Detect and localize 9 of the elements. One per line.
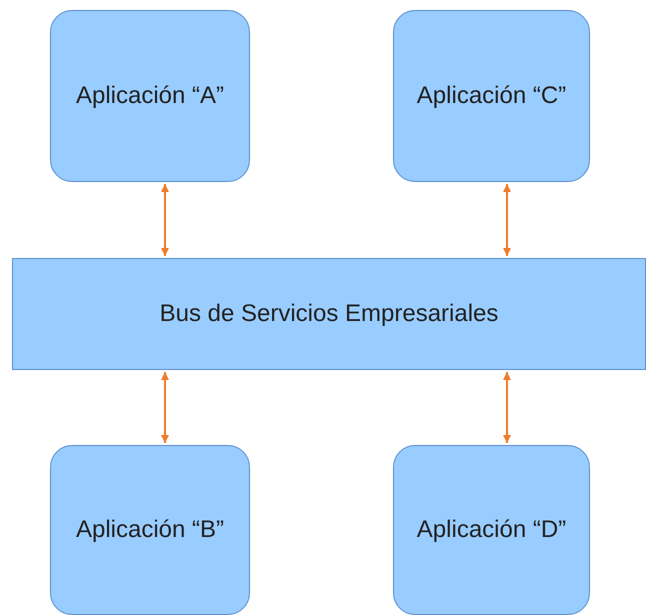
double-arrow xyxy=(161,372,169,443)
double-arrow xyxy=(161,184,169,256)
bus-band: Bus de Servicios Empresariales xyxy=(12,258,646,370)
application-box: Aplicación “B” xyxy=(50,445,250,615)
application-box: Aplicación “C” xyxy=(393,10,590,182)
double-arrow xyxy=(503,184,511,256)
application-box: Aplicación “D” xyxy=(393,445,590,615)
application-box: Aplicación “A” xyxy=(50,10,250,182)
double-arrow xyxy=(503,372,511,443)
